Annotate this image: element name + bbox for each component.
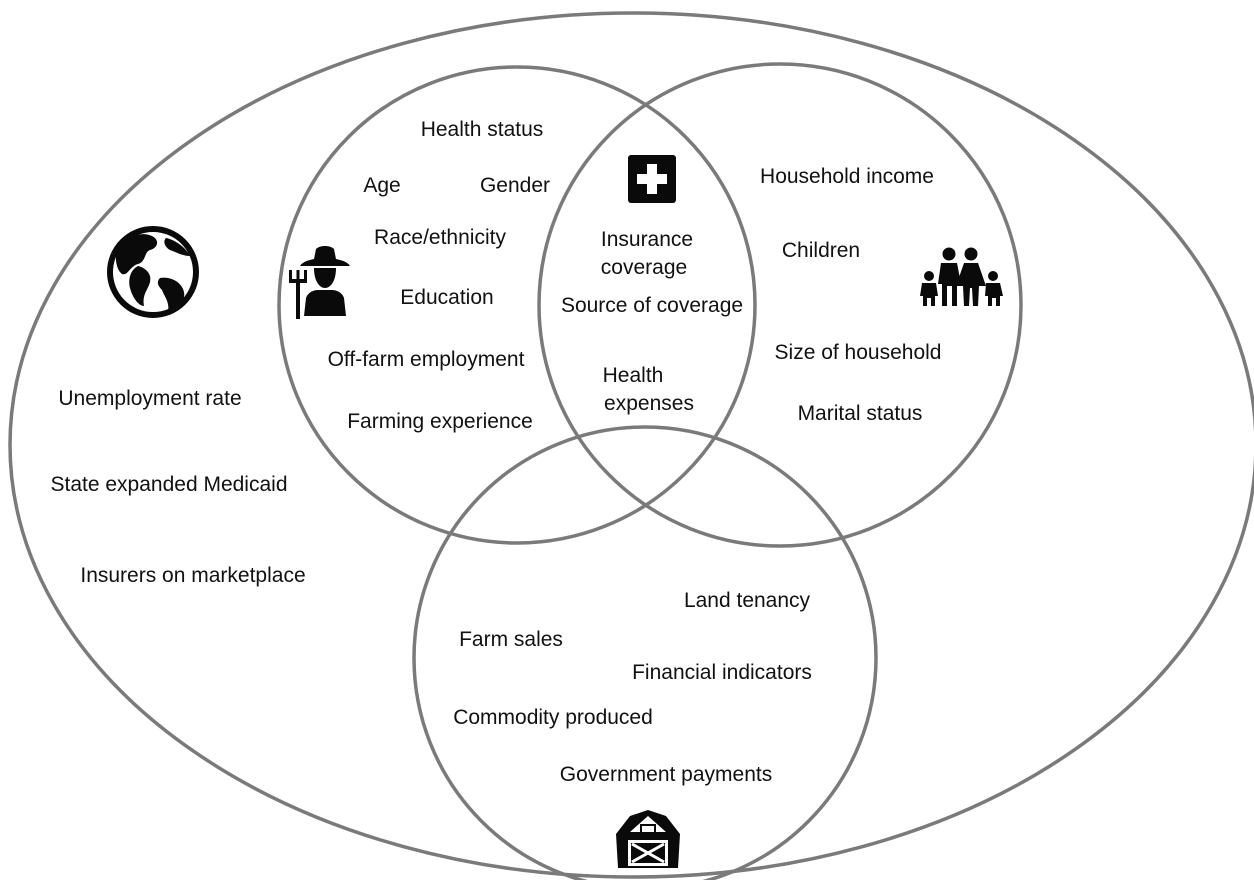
context-label: State expanded Medicaid [51,473,288,496]
household-label: Marital status [798,402,923,425]
farm-label: Commodity produced [453,706,653,729]
globe-icon [107,226,199,318]
household-label: Children [782,239,860,262]
farm-circle [412,425,878,880]
household-circle [537,62,1023,548]
farm-label: Government payments [560,763,772,786]
operator-label: Farming experience [347,410,533,433]
health-label: Source of coverage [561,294,743,317]
farm-label: Financial indicators [632,661,812,684]
household-label: Size of household [775,341,942,364]
context-ellipse [8,11,1254,879]
health-label: expenses [604,392,694,415]
operator-label: Gender [480,174,550,197]
household-label: Household income [760,165,934,188]
farm-label: Farm sales [459,628,563,651]
operator-circle [277,65,757,545]
farmer-icon [289,246,350,319]
operator-label: Health status [421,118,544,141]
context-label: Unemployment rate [58,387,241,410]
barn-icon [616,810,680,868]
medical-cross-icon [628,155,676,203]
farm-label: Land tenancy [684,589,811,612]
operator-label: Age [363,174,400,197]
family-icon [920,247,1003,306]
operator-label: Education [400,286,493,309]
health-label: Insurance [601,228,693,251]
operator-label: Off-farm employment [328,348,525,371]
operator-label: Race/ethnicity [374,226,506,249]
health-label: Health [603,364,664,387]
context-label: Insurers on marketplace [80,564,305,587]
health-label: coverage [601,256,687,279]
